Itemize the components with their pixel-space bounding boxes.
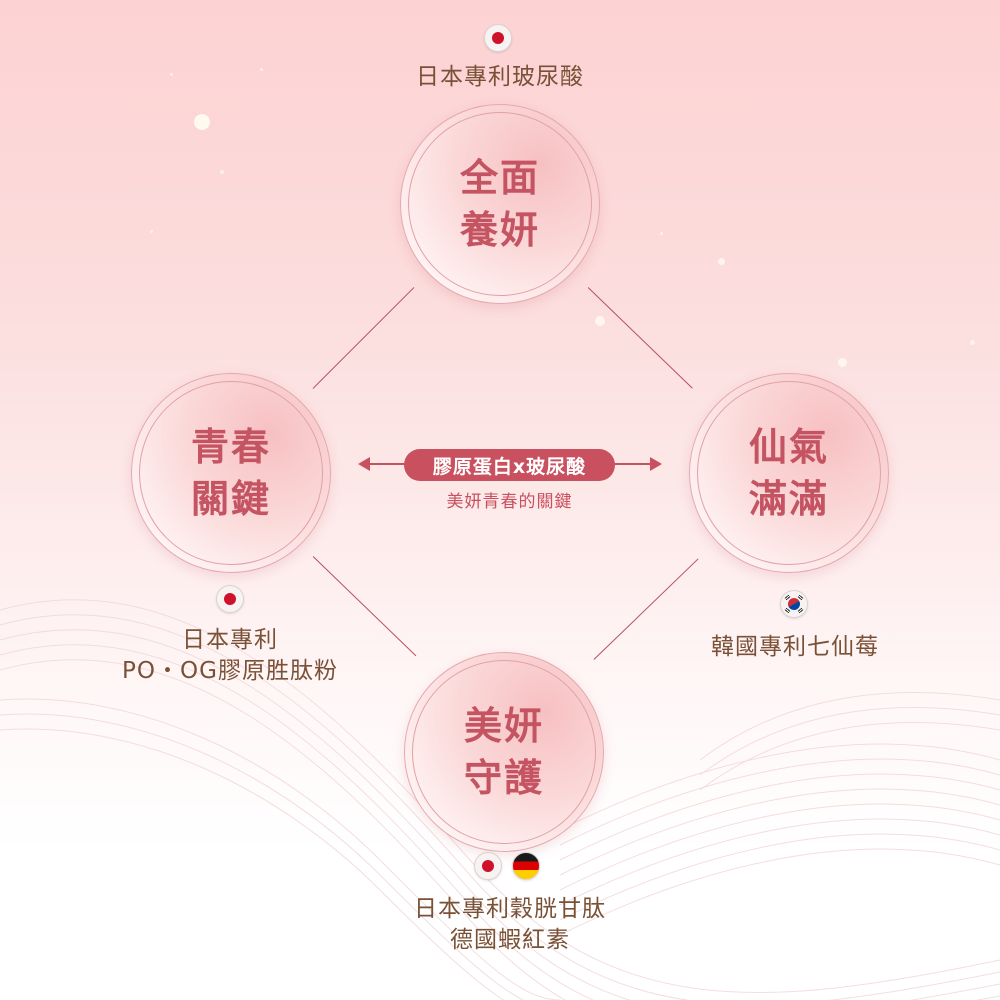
title-line: 守護 xyxy=(463,756,544,800)
left-caption: 日本專利 PO・OG膠原胜肽粉 xyxy=(80,625,380,687)
caption-line: PO・OG膠原胜肽粉 xyxy=(122,658,338,684)
node-circle-left: 青春 關鍵 xyxy=(131,373,331,573)
arrow-left-icon xyxy=(358,457,370,471)
bottom-caption: 日本專利穀胱甘肽 德國蝦紅素 xyxy=(350,894,670,956)
korea-flag-icon xyxy=(780,590,808,618)
sparkle xyxy=(220,170,224,174)
sparkle xyxy=(718,258,725,265)
sparkle xyxy=(260,68,263,71)
sparkle xyxy=(170,73,173,76)
caption-line: 日本專利 xyxy=(182,627,278,653)
connector-top-right xyxy=(587,287,693,389)
title-line: 養妍 xyxy=(459,208,540,252)
caption-line: 韓國專利七仙莓 xyxy=(711,634,879,660)
japan-flag-icon xyxy=(484,24,512,52)
node-title: 仙氣 滿滿 xyxy=(749,421,829,525)
sparkle xyxy=(970,340,975,345)
top-caption: 日本專利玻尿酸 xyxy=(350,62,650,93)
caption-line: 日本專利穀胱甘肽 xyxy=(414,896,606,922)
title-line: 滿滿 xyxy=(748,477,829,521)
connector-top-left xyxy=(312,287,415,390)
arrow-line-left xyxy=(368,463,408,465)
center-pill: 膠原蛋白x玻尿酸 xyxy=(404,449,615,481)
germany-flag-icon xyxy=(512,852,540,880)
japan-flag-icon xyxy=(474,852,502,880)
node-circle-bottom: 美妍 守護 xyxy=(404,652,604,852)
node-circle-top: 全面 養妍 xyxy=(400,104,600,304)
caption-line: 日本專利玻尿酸 xyxy=(416,64,584,90)
right-caption: 韓國專利七仙莓 xyxy=(645,632,945,663)
node-title: 全面 養妍 xyxy=(460,152,540,256)
japan-flag-icon xyxy=(216,585,244,613)
sparkle xyxy=(194,114,210,130)
node-circle-right: 仙氣 滿滿 xyxy=(689,373,889,573)
title-line: 青春 xyxy=(190,425,271,469)
sparkle xyxy=(838,358,847,367)
caption-line: 德國蝦紅素 xyxy=(450,927,570,953)
title-line: 全面 xyxy=(459,156,540,200)
center-subtitle: 美妍青春的關鍵 xyxy=(446,492,573,512)
arrow-line-right xyxy=(612,463,652,465)
title-line: 美妍 xyxy=(463,704,544,748)
title-line: 關鍵 xyxy=(190,477,271,521)
sparkle xyxy=(150,230,153,233)
title-line: 仙氣 xyxy=(748,425,829,469)
sparkle xyxy=(595,316,605,326)
node-title: 美妍 守護 xyxy=(464,700,544,804)
sparkle xyxy=(660,232,663,235)
arrow-right-icon xyxy=(650,457,662,471)
node-title: 青春 關鍵 xyxy=(191,421,271,525)
